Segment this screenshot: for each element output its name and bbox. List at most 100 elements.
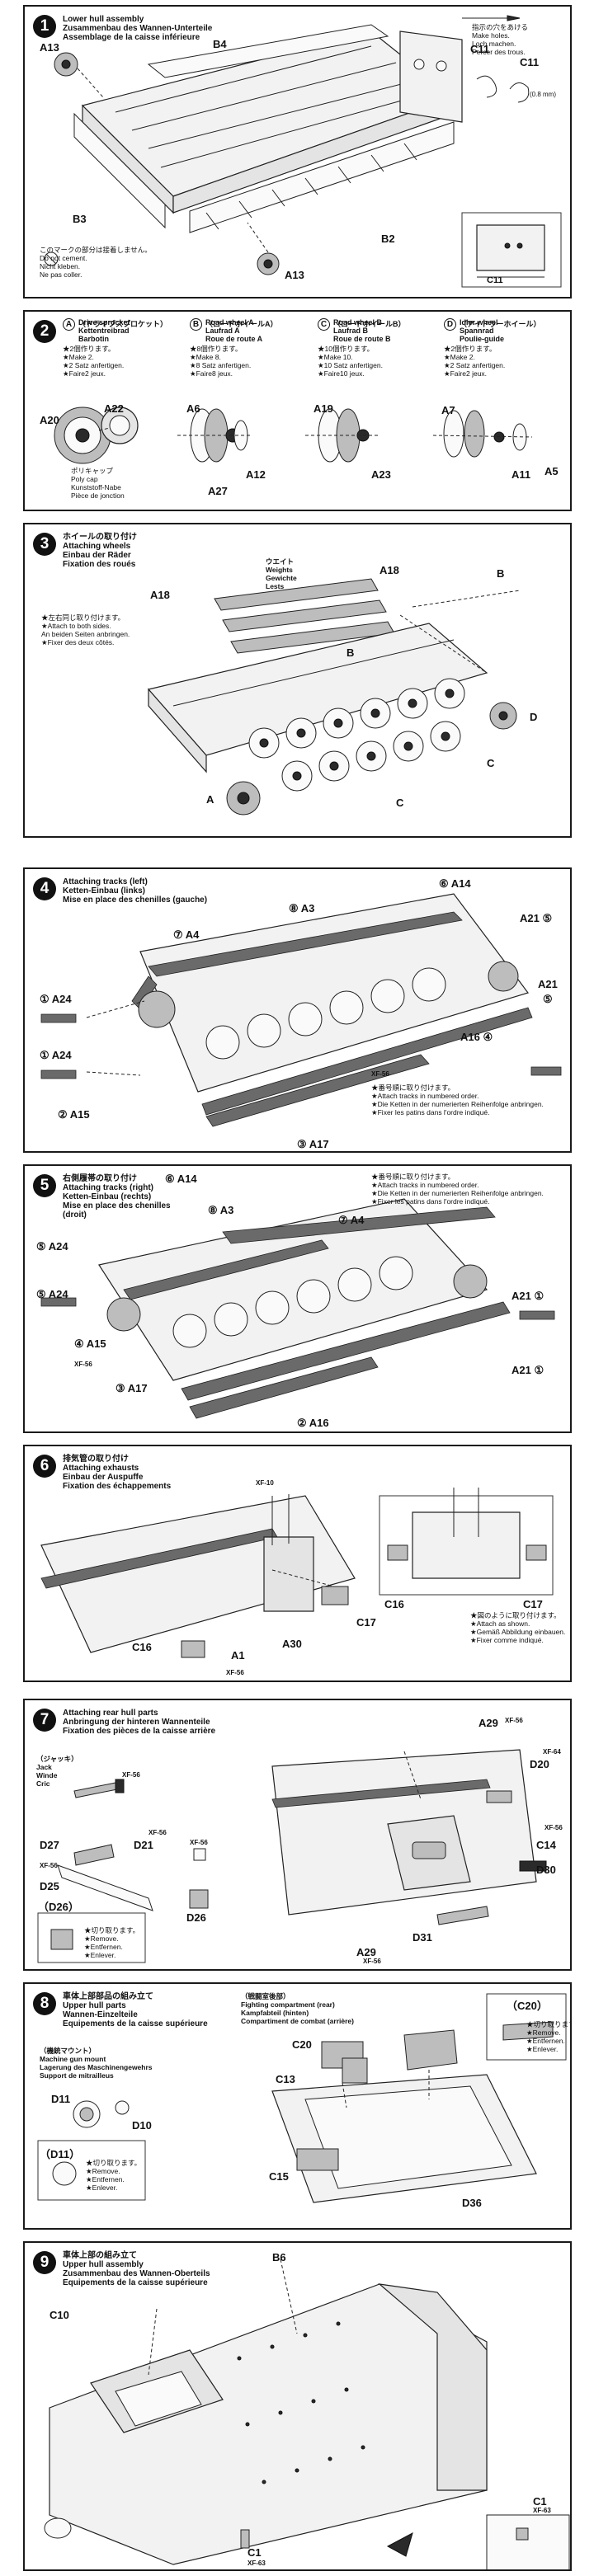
part-label-a16: ② A16 [297,1417,329,1429]
part-label-d30: D30 [536,1864,556,1876]
do-not-cement-note: このマークの部分は接着しません。Do not cement.Nicht kleb… [40,246,152,279]
track-runs [132,912,532,1126]
hook-c11 [477,76,497,97]
fighting-compartment-label: （戦闘室後部）Fighting compartment (rear)Kampfa… [241,1992,354,2025]
part-label-d21: D21 [134,1839,153,1851]
paint-code-c: XF-56 [148,1829,167,1836]
attach-both-sides-note: ★左右同じ取り付けます。★Attach to both sides.An bei… [41,613,130,646]
part-label-a3: ⑧ A3 [208,1204,234,1216]
part-label-a24-bottom: ① A24 [40,1049,72,1061]
step-number: 4 [33,877,56,900]
part-label-c10: C10 [50,2309,69,2321]
part-label-a7: A7 [441,404,455,416]
idler-wheel [433,411,532,457]
paint-code: XF-56 [74,1361,92,1368]
paint-code-b: XF-56 [40,1862,58,1869]
part-label-c-bottom: C [396,797,404,809]
part-label-c14: C14 [536,1839,556,1851]
part-label-a13: A13 [40,41,59,54]
exhaust-c17 [322,1586,348,1605]
part-label-a21-right-num: ⑤ [543,993,553,1005]
part-label-a11: A11 [512,468,531,481]
part-label-c11-inset: C11 [520,56,540,68]
part-label-c16: C16 [132,1641,152,1653]
rear-plate [264,1537,314,1611]
exhaust-c16 [182,1641,205,1657]
part-label-a18-top: A18 [380,564,399,576]
part-label-a20: A20 [40,414,59,426]
paint-code-bottom: XF-56 [226,1669,244,1676]
part-label-c11: C11 [470,43,490,55]
part-label-c-right: C [487,757,495,769]
part-label-d36: D36 [462,2197,482,2209]
part-label-c13: C13 [276,2073,295,2085]
part-label-a30: A30 [282,1638,302,1650]
part-label-a17: ③ A17 [297,1138,329,1150]
hull-with-wheels [140,894,528,1092]
upper-hull [50,2284,487,2564]
part-label-a4: ⑦ A4 [338,1214,365,1226]
step-number: 9 [33,2251,56,2274]
part-label-a27: A27 [208,485,228,497]
part-label-a15: ② A15 [58,1108,90,1121]
rear-hull-parts-left [58,1845,208,1911]
part-label-c17: C17 [356,1616,376,1629]
part-label-a5: A5 [544,465,559,477]
part-label-b-mid: B [346,646,355,659]
numbered-order-note: ★番号順に取り付けます。★Attach tracks in numbered o… [371,1084,544,1116]
drive-sprocket [54,407,138,463]
part-label-a24-top: ① A24 [40,993,72,1005]
road-wheel-a [177,409,252,462]
part-label-a1: A1 [231,1649,245,1662]
wheels [107,1257,487,1347]
part-label-a13-bottom: A13 [285,269,304,281]
step-number: 3 [33,533,56,556]
paint-code-f: XF-56 [505,1717,523,1724]
fighting-compartment-b6 [380,2284,487,2490]
part-label-d25: D25 [40,1880,59,1892]
part-label-c17-inset: C17 [523,1598,543,1610]
part-label-a14: ⑥ A14 [439,877,471,890]
step-number: 6 [33,1455,56,1478]
top-plate-b4 [148,25,388,78]
road-wheels [249,679,464,791]
remove-note-mg: ★切り取ります。★Remove.★Entfernen.★Enlever. [86,2159,142,2192]
step-2-drawing [25,312,572,511]
wheels [139,961,518,1059]
part-label-b3: B3 [73,213,87,225]
paint-code-g: XF-56 [544,1824,563,1831]
part-label-c16-inset: C16 [384,1598,404,1610]
part-label-b6: B6 [272,2251,286,2263]
part-label-c11-bottom: C11 [487,275,503,285]
part-label-d26: D26 [186,1911,206,1924]
part-label-a18-left: A18 [150,589,170,601]
part-label-d26-inset: （D26） [38,1901,79,1913]
drill-size: (0.8 mm) [530,91,556,98]
hull-rivets [238,2322,365,2484]
part-label-a: A [206,793,214,806]
part-label-c1-bottom: C1 [248,2546,262,2559]
paint-code-top: XF-10 [256,1479,274,1487]
rear-plate [400,31,462,122]
part-label-c20-inset: （C20） [507,2000,548,2012]
part-label-c20: C20 [292,2038,312,2051]
step-4-drawing [25,869,572,1153]
numbered-order-note: ★番号順に取り付けます。★Attach tracks in numbered o… [371,1173,544,1206]
paint-code-e: XF-64 [543,1748,561,1756]
part-label-a16: A16 ④ [460,1031,493,1043]
